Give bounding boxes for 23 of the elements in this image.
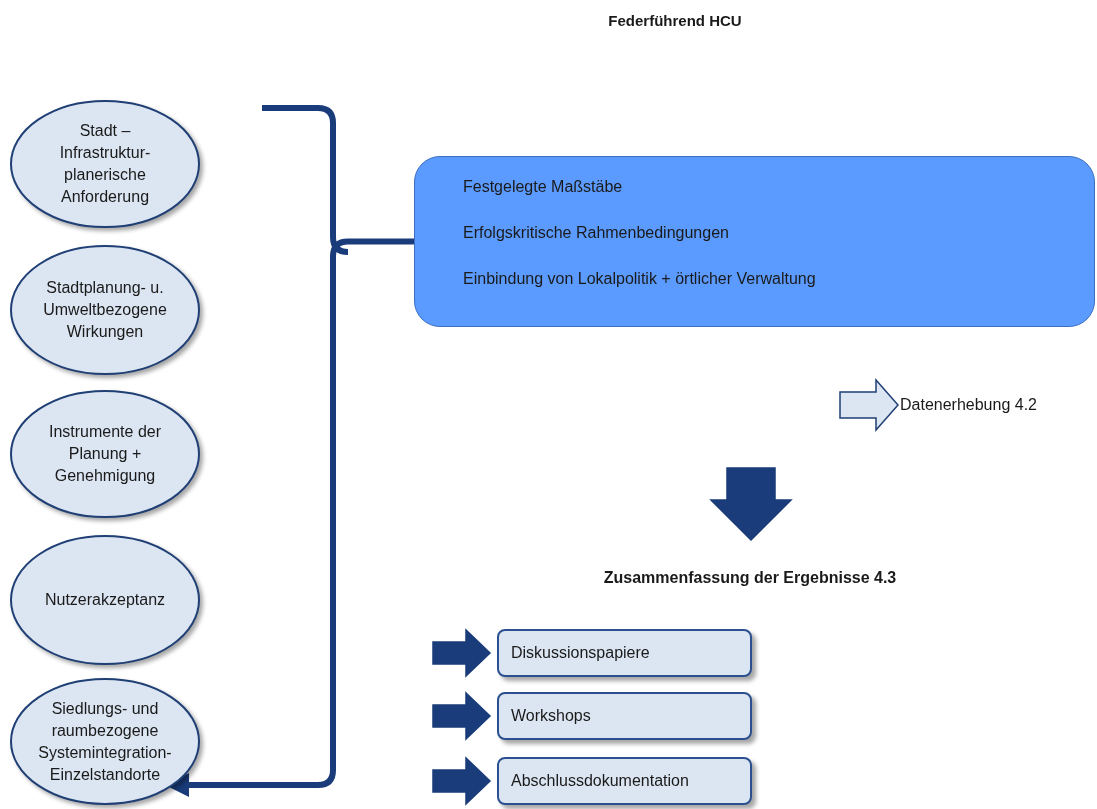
rounded-panel: [414, 156, 1095, 327]
panel-text: Einbindung von Lokalpolitik + örtlicher Verwaltung: [463, 269, 816, 289]
rounded-box: [497, 629, 752, 677]
box-text: Abschlussdokumentation: [511, 771, 689, 791]
block-arrow: [432, 756, 492, 806]
panel-text: Erfolgskritische Rahmenbedingungen: [463, 223, 729, 243]
box-text: Diskussionspapiere: [511, 643, 650, 663]
section-heading: Zusammenfassung der Ergebnisse 4.3: [603, 568, 897, 588]
rounded-box: [497, 757, 752, 805]
box-text: Workshops: [511, 706, 591, 726]
node-text: Stadtplanung- u. Umweltbezogene Wirkungen: [42, 278, 168, 342]
block-arrow: [432, 691, 492, 741]
block-arrow: [432, 628, 492, 678]
node-text: Siedlungs- und raumbezogene Systemintegration-Einzelstandorte: [38, 698, 172, 785]
node-text: Stadt – Infrastruktur-planerische Anforderung: [58, 121, 152, 207]
block-arrow: [709, 467, 793, 542]
rounded-box: [497, 692, 752, 740]
block-arrow: [839, 378, 899, 432]
node-text: Nutzerakzeptanz: [44, 590, 166, 610]
panel-text: Festgelegte Maßstäbe: [463, 177, 623, 197]
diagram-title: Federführend HCU: [607, 11, 743, 31]
step-label: Datenerhebung 4.2: [900, 395, 1037, 415]
node-text: Instrumente der Planung + Genehmigung: [47, 422, 163, 486]
